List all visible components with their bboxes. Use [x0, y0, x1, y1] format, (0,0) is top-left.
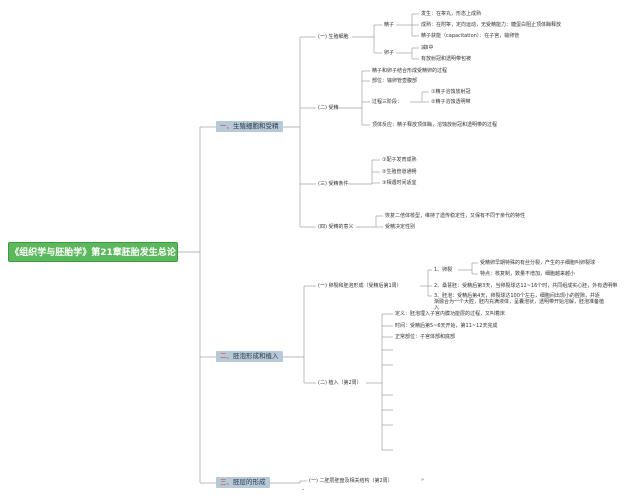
c1-sperm-label[interactable]: 精子 [384, 22, 395, 28]
c3-collapsed-chevron-icon[interactable]: » [421, 477, 425, 483]
c1-fert-site: 部位：输卵管壶腹部 [372, 78, 418, 84]
chapter-3-label: 胚层的形成 [233, 478, 266, 486]
c1-significance-2: 受精决定性别 [385, 224, 416, 230]
c1-sperm-item-1: 发生：在睾丸，形态上成熟 [421, 11, 482, 17]
c1-egg-item-1: 减Ⅱ中 [421, 45, 434, 51]
c1-egg-item-2: 有放射冠和透明带包被 [421, 56, 472, 62]
c1-section-fertilization[interactable]: (二) 受精 [318, 105, 339, 111]
c2-morula: 2、桑葚胚：受精后第3天，当卵裂球达12~16个时，共同组成实心胚，外有透明带 [434, 283, 618, 289]
c1-fert-stage-1: ①精子溶蚀放射冠 [431, 89, 471, 95]
c2-section-implantation[interactable]: (二) 植入（第2周） [318, 380, 362, 386]
chapter-1-label: 生殖细胞和受精 [233, 122, 279, 130]
chapter-3-number: 三、 [220, 478, 233, 486]
c1-section-significance[interactable]: (四) 受精的意义 [318, 224, 354, 230]
c2-cleavage-item-1: 受精卵早期特殊的有丝分裂，产生的子细胞叫卵裂球 [480, 260, 596, 266]
c2-cleavage-item-2: 特点：核复制，数量不增加，细胞越来越小 [480, 271, 576, 277]
c1-significance-1: 恢复二倍体核型，维持了遗传稳定性，又保有不同于亲代的特性 [385, 213, 526, 219]
chapter-1-number: 一、 [220, 122, 233, 130]
c3-collapsed-dots-icon[interactable]: ⌄ [301, 486, 306, 492]
chapter-1-node[interactable]: 一、生殖细胞和受精 [216, 121, 283, 132]
c1-section-conditions[interactable]: (三) 受精条件 [318, 181, 349, 187]
c2-section-cleavage[interactable]: (一) 卵裂和胚泡形成（受精后第1周） [318, 283, 402, 289]
chapter-2-node[interactable]: 二、胚泡形成和植入 [216, 351, 283, 362]
c1-fert-stage-2: ②精子溶蚀透明带 [431, 99, 471, 105]
c1-section-germ-cells[interactable]: (一) 生殖细胞 [318, 34, 349, 40]
c2-implantation-item-3: 正常部位：子宫体部和底部 [395, 334, 456, 340]
root-node[interactable]: 《组织学与胚胎学》第21章胚胎发生总论 [8, 242, 178, 262]
c1-fert-acrosome: 顶体反应：精子释放顶体酶，溶蚀放射冠和透明带的过程 [372, 122, 498, 128]
c1-condition-3: ③相遇时间适宜 [382, 180, 417, 186]
c2-blastocyst: 3、胚泡：受精后第4天，卵裂球达100个左右，细胞间出现小的腔隙，并逐渐融合为一… [434, 293, 605, 311]
c2-cleavage-label[interactable]: 1、卵裂 [434, 267, 453, 273]
c1-fert-process[interactable]: 过程三阶段： [372, 99, 403, 105]
chapter-3-node[interactable]: 三、胚层的形成 [216, 477, 270, 488]
c1-sperm-item-3: 精子获能（capacitation）：在子宫，输卵管 [421, 33, 520, 39]
c1-sperm-item-2: 成熟：在附睾，定向运动，无受精能力：糖蛋白阻止顶体酶释放 [421, 22, 562, 28]
c3-section-bilaminar[interactable]: (一) 二胚层胚盘及相关结构（第2周） [309, 478, 393, 484]
chapter-2-number: 二、 [220, 352, 233, 360]
c2-implantation-item-1: 定义：胚泡埋入子宫内膜功能层的过程，又叫着床 [395, 311, 506, 317]
c1-condition-1: ①配子发育成熟 [382, 157, 417, 163]
c1-egg-label[interactable]: 卵子 [384, 50, 395, 56]
chapter-2-label: 胚泡形成和植入 [233, 352, 279, 360]
c1-condition-2: ②生殖管道通畅 [382, 169, 417, 175]
c1-fert-definition: 精子和卵子结合形成受精卵的过程 [372, 68, 448, 74]
c2-implantation-item-2: 时间：受精后第5~6天开始，第11~12天完成 [395, 323, 498, 329]
